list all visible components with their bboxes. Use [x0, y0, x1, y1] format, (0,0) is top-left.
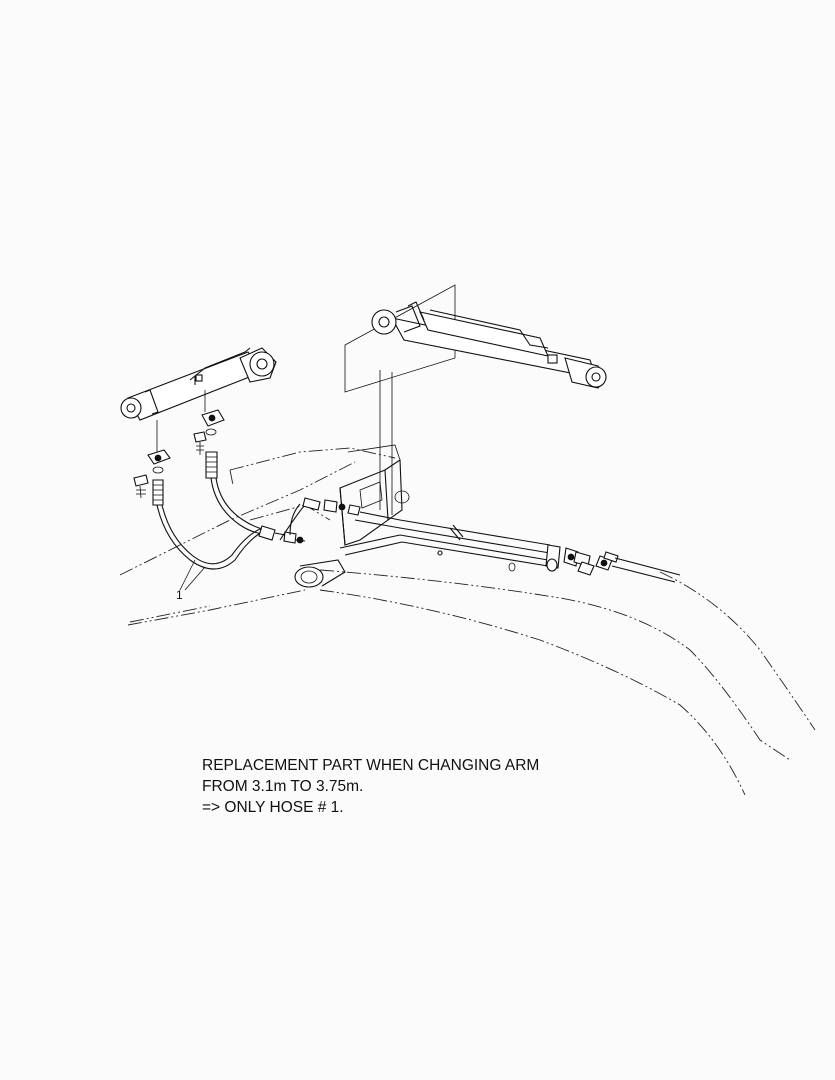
note-line-3: => ONLY HOSE # 1.	[202, 799, 344, 816]
callout-label-1: 1	[176, 588, 183, 602]
cylinder-left	[120, 347, 277, 421]
steel-tube-lines	[339, 511, 551, 572]
arm-pivot-boss	[294, 559, 346, 588]
replacement-note: REPLACEMENT PART WHEN CHANGING ARM FROM …	[202, 755, 539, 818]
arm-phantom-outline	[119, 447, 816, 796]
tube-end-fittings	[545, 544, 681, 583]
hose-1-pair	[156, 477, 276, 570]
bolt-left	[133, 474, 149, 499]
arm-cylinder-right	[371, 301, 607, 389]
boom-bracket-block	[339, 444, 410, 546]
flange-fitting-right	[201, 390, 225, 479]
note-line-2: FROM 3.1m TO 3.75m.	[202, 778, 364, 795]
detail-frame-leaders	[344, 284, 456, 515]
flange-fitting-left	[147, 420, 171, 506]
bolt-right	[193, 431, 207, 455]
callout-1-leaders	[179, 559, 206, 591]
note-line-1: REPLACEMENT PART WHEN CHANGING ARM	[202, 757, 540, 774]
hose-couplings-center	[274, 497, 361, 544]
